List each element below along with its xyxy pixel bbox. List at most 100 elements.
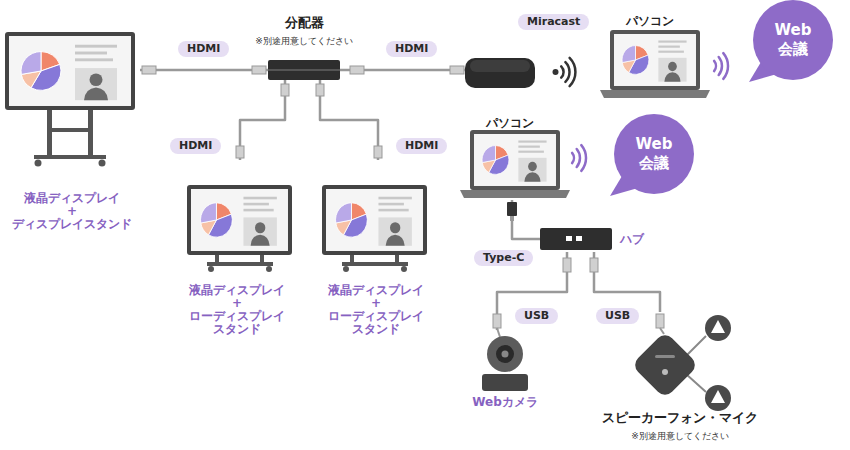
bubble-circle: [753, 0, 833, 80]
usb-plug: [493, 258, 664, 328]
microphone-illustration: [705, 315, 731, 411]
cable-label: HDMI: [386, 41, 437, 57]
signal-wave: [577, 149, 580, 167]
hdmi-plug: [142, 66, 156, 74]
laptop-illustration: [474, 134, 556, 186]
type-c-plug: [507, 202, 517, 216]
bubble-text: Web 会議: [763, 21, 823, 59]
low-display: [187, 185, 292, 272]
hub-body: [540, 228, 612, 250]
cable-connector: [240, 80, 285, 160]
webcam-illustration: [482, 336, 528, 391]
low-display: [260, 255, 264, 263]
display-node: 液晶ディスプレイ + ディスプレイスタンド: [4, 28, 140, 224]
low-display: [187, 185, 292, 255]
device-wire: [660, 328, 664, 334]
large-display: [88, 110, 93, 158]
low-display: [322, 185, 427, 255]
webcam-illustration: [502, 351, 509, 358]
cable-label: Type-C: [474, 250, 533, 266]
low-display: [207, 262, 273, 266]
hub-body: [576, 236, 582, 241]
splitter-body: [268, 69, 340, 71]
cable-label: USB: [596, 308, 639, 324]
laptop-illustration: [470, 130, 560, 190]
cable-line: [140, 69, 268, 72]
laptop-illustration: [600, 90, 710, 98]
low-display: [322, 185, 427, 272]
device-title: パソコン: [486, 116, 534, 131]
cable-connector: [594, 252, 660, 312]
webcam-illustration: [487, 336, 523, 372]
wireless-connector: [568, 145, 608, 171]
low-display: [208, 266, 214, 272]
laptop-illustration: [600, 30, 710, 98]
large-display: [34, 155, 106, 159]
cable-line: [240, 80, 285, 160]
large-display: [47, 110, 52, 158]
device-title: スピーカーフォン・マイク: [602, 410, 758, 425]
note-text: ※別途用意してください: [631, 430, 729, 442]
device-label: ハブ: [620, 233, 644, 246]
cable-label: HDMI: [178, 41, 229, 57]
usb-plug: [656, 314, 664, 328]
device-label: Webカメラ: [472, 396, 538, 409]
laptop-node: パソコン: [462, 114, 568, 200]
low-display: [191, 189, 288, 251]
cable-connector: [320, 80, 378, 160]
large-display: [47, 128, 93, 132]
hdmi-plug: [316, 84, 324, 96]
wifi-wave: [570, 58, 576, 86]
speakerphone-illustration: [655, 355, 675, 358]
large-display: [99, 160, 106, 167]
device-title: パソコン: [626, 14, 674, 29]
web-meeting-bubble: Web 会議: [745, 0, 837, 84]
bubble-text: Web 会議: [624, 135, 684, 173]
bubble-circle: [614, 114, 694, 194]
large-display: [5, 32, 135, 167]
low-display: [266, 266, 272, 272]
cable-line: [320, 80, 378, 160]
note-text: ※別途用意してください: [255, 35, 353, 47]
laptop-illustration: [610, 30, 700, 90]
wireless-path: [535, 72, 600, 73]
hdmi-plug: [252, 66, 266, 74]
speakerphone-illustration: [631, 331, 699, 399]
receiver-node: [465, 56, 535, 90]
hdmi-plug: [236, 146, 244, 158]
webcam-illustration: [496, 345, 514, 363]
signal-wave: [581, 145, 586, 171]
hdmi-plug: [374, 146, 382, 158]
cable-label: USB: [515, 308, 558, 324]
device-wire: [497, 328, 500, 337]
microphone-illustration: [705, 385, 731, 411]
cable-label: HDMI: [396, 138, 447, 154]
signal-wave: [723, 53, 728, 79]
device-wire: [686, 336, 706, 356]
speakerphone-node: スピーカーフォン・マイク ※別途用意してください: [600, 312, 760, 446]
hub-body: [566, 236, 572, 241]
cable-label: Miracast: [518, 14, 589, 30]
hdmi-plug: [142, 66, 464, 158]
laptop-illustration: [614, 34, 696, 86]
cable-connector: [140, 70, 268, 71]
camera-node: Webカメラ: [470, 330, 540, 414]
speakerphone-illustration: [631, 331, 699, 399]
signal-wave: [714, 61, 716, 71]
display-node: 液晶ディスプレイ + ローディスプレイ スタンド: [320, 160, 432, 344]
webcam-illustration: [482, 374, 528, 391]
type-c-plug: [510, 216, 514, 221]
low-display: [401, 266, 407, 272]
receiver-body: [465, 58, 535, 88]
microphone-illustration: [711, 390, 725, 403]
hdmi-plug: [450, 66, 464, 74]
device-title: 分配器: [285, 15, 324, 30]
laptop-illustration: [460, 130, 570, 198]
splitter-node: 分配器※別途用意してください: [268, 14, 340, 80]
hub-body: [540, 228, 612, 250]
low-display: [343, 266, 349, 272]
device-label: 液晶ディスプレイ + ローディスプレイ スタンド: [172, 284, 302, 336]
speakerphone-illustration: [662, 369, 668, 375]
